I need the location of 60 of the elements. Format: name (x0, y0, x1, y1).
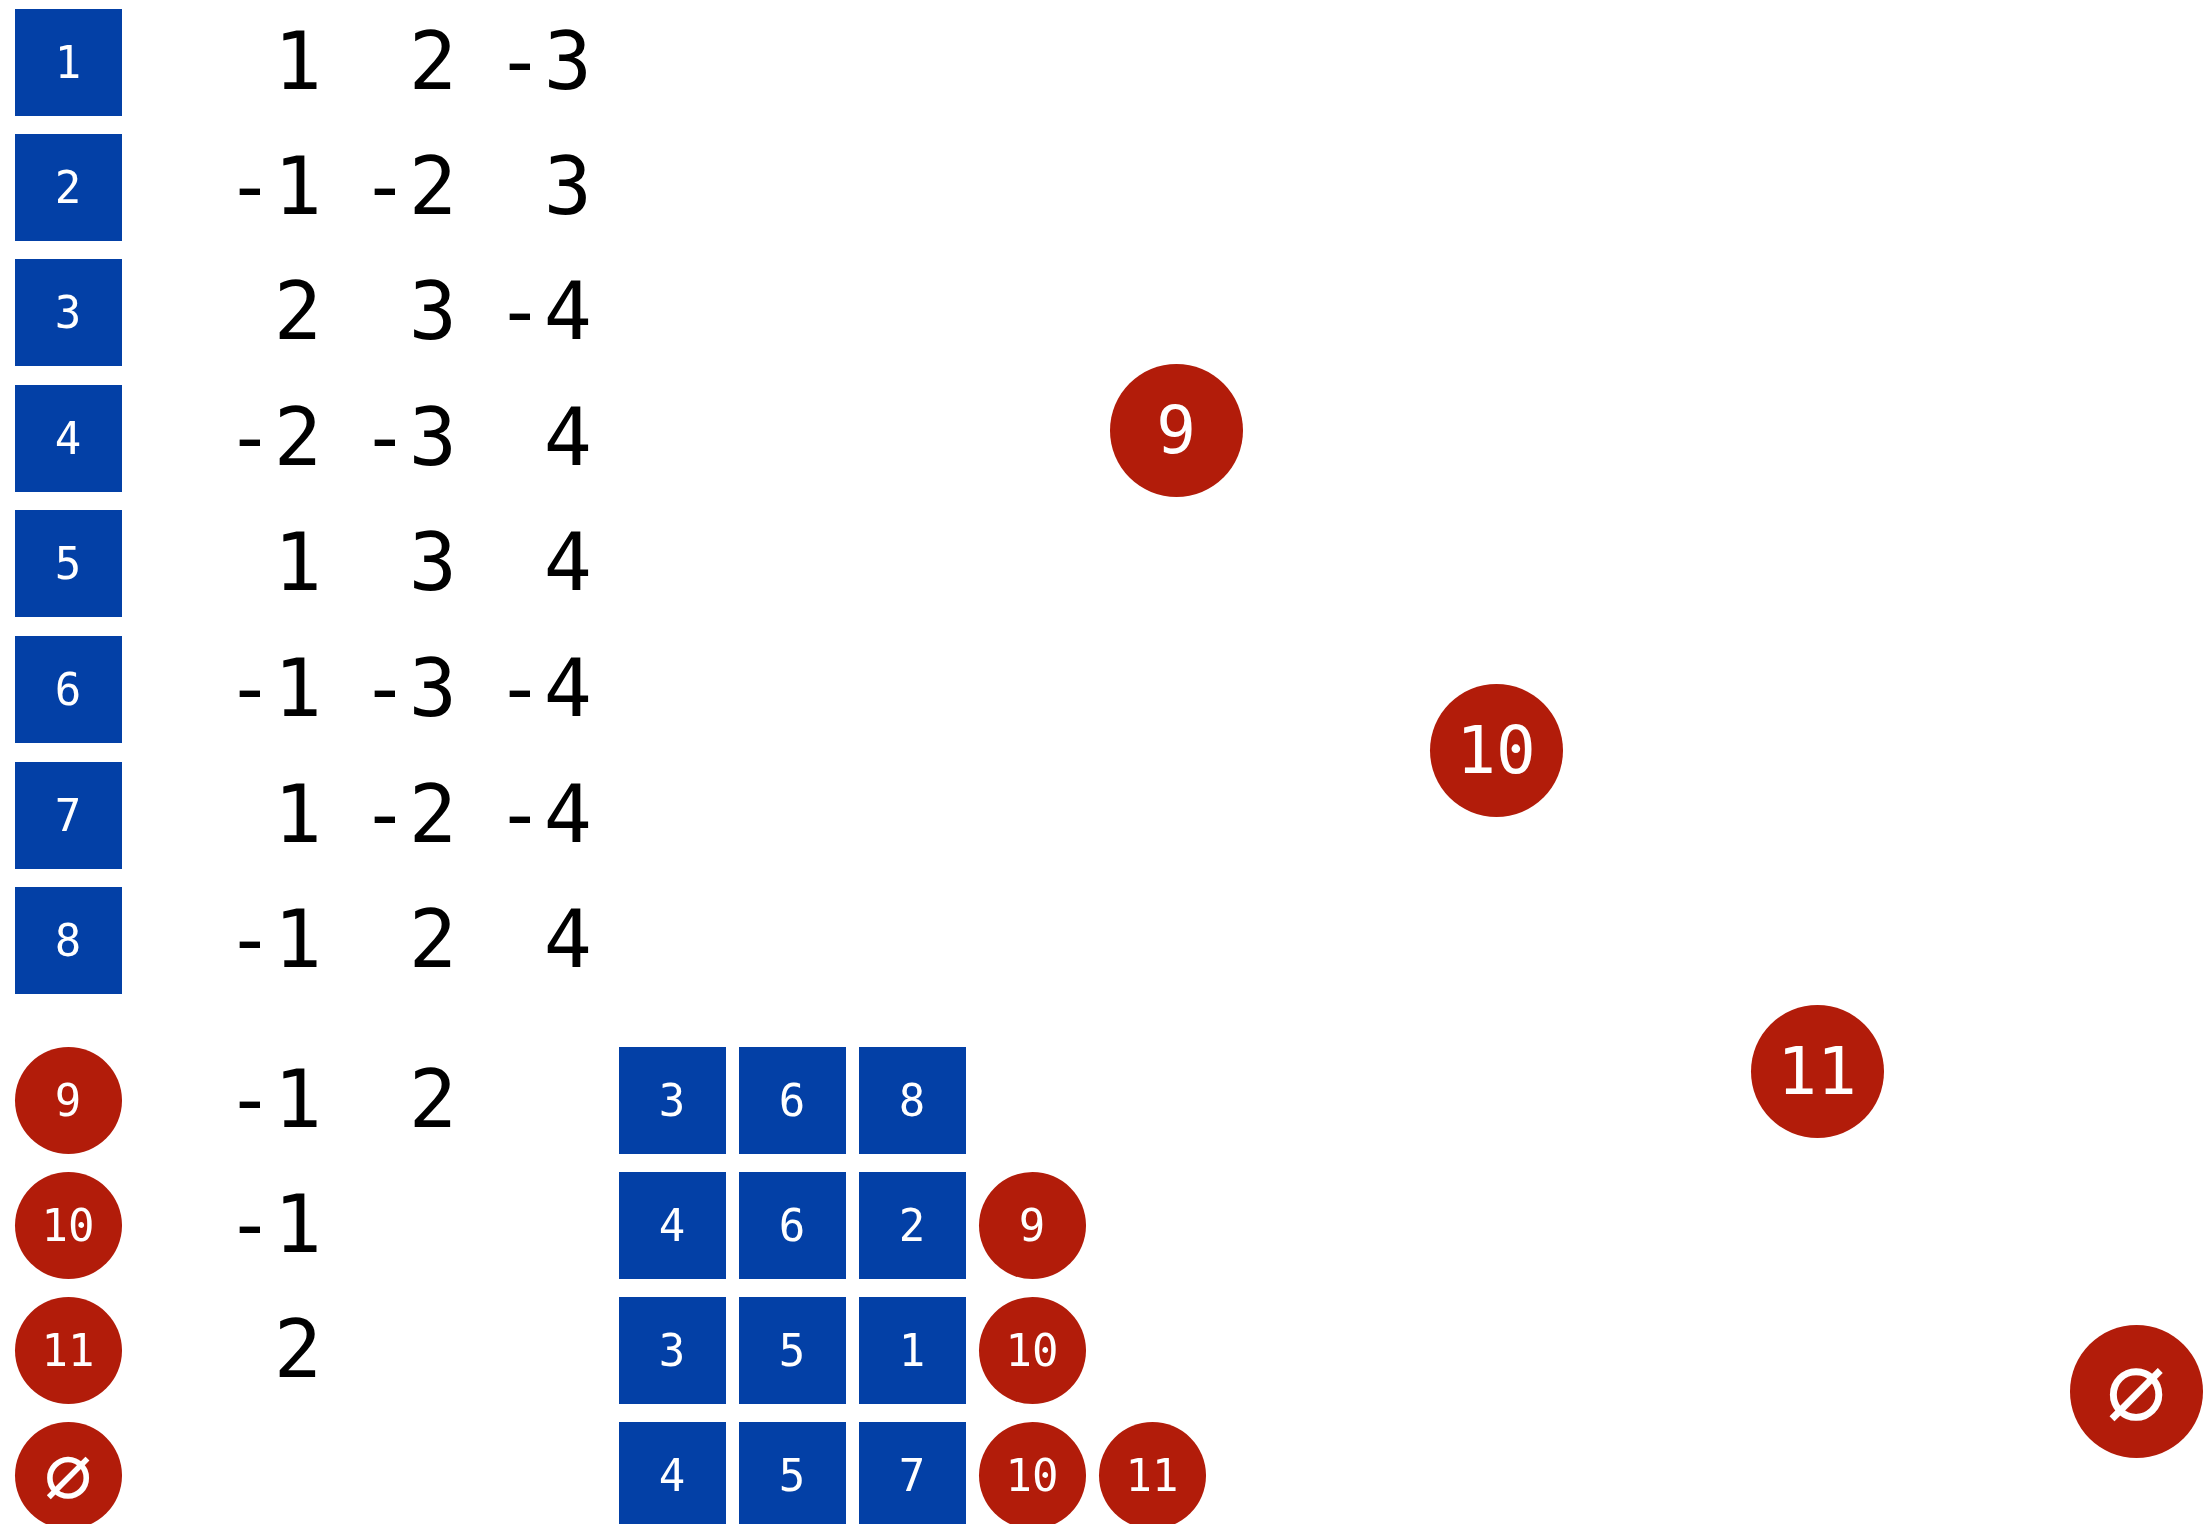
literal-number: -3 (494, 17, 592, 107)
numbered-square: 3 (618, 1296, 726, 1404)
numbered-square: 2 (858, 1171, 966, 1279)
literal-number: -1 (224, 644, 322, 734)
literal-number: 3 (407, 518, 457, 608)
numbered-square: 4 (14, 384, 122, 492)
numbered-square: 5 (738, 1296, 846, 1404)
numbered-circle: 10 (978, 1421, 1086, 1524)
literal-number: 3 (542, 142, 592, 232)
numbered-square: 6 (14, 635, 122, 743)
literal-number: 2 (272, 1305, 322, 1395)
literal-number: -4 (494, 770, 592, 860)
numbered-square: 1 (858, 1296, 966, 1404)
numbered-circle: ∅ (2069, 1324, 2203, 1458)
numbered-square: 8 (858, 1046, 966, 1154)
numbered-square: 5 (738, 1421, 846, 1524)
numbered-circle: 9 (978, 1171, 1086, 1279)
numbered-square: 6 (738, 1046, 846, 1154)
numbered-circle: 11 (1750, 1004, 1884, 1138)
numbered-square: 4 (618, 1171, 726, 1279)
literal-number: -1 (224, 1055, 322, 1145)
literal-number: 4 (542, 393, 592, 483)
numbered-circle: 10 (14, 1171, 122, 1279)
numbered-square: 6 (738, 1171, 846, 1279)
literal-number: 4 (542, 518, 592, 608)
literal-number: -3 (359, 644, 457, 734)
literal-number: 2 (407, 895, 457, 985)
numbered-circle: 11 (1098, 1421, 1206, 1524)
literal-number: -2 (359, 770, 457, 860)
literal-number: -1 (224, 1180, 322, 1270)
literal-number: -3 (359, 393, 457, 483)
numbered-square: 3 (618, 1046, 726, 1154)
numbered-square: 7 (14, 761, 122, 869)
literal-number: -2 (224, 393, 322, 483)
numbered-square: 7 (858, 1421, 966, 1524)
numbered-square: 4 (618, 1421, 726, 1524)
numbered-circle: 10 (1429, 683, 1563, 817)
numbered-square: 8 (14, 886, 122, 994)
literal-number: 4 (542, 895, 592, 985)
literal-number: 2 (407, 1055, 457, 1145)
literal-number: -1 (224, 142, 322, 232)
literal-number: 2 (272, 267, 322, 357)
literal-number: 1 (272, 770, 322, 860)
numbered-square: 5 (14, 509, 122, 617)
literal-number: -4 (494, 644, 592, 734)
literal-number: 1 (272, 17, 322, 107)
numbered-circle: 9 (1109, 363, 1243, 497)
numbered-circle: ∅ (14, 1421, 122, 1524)
literal-number: 2 (407, 17, 457, 107)
literal-number: -1 (224, 895, 322, 985)
literal-number: 3 (407, 267, 457, 357)
numbered-circle: 11 (14, 1296, 122, 1404)
numbered-square: 3 (14, 258, 122, 366)
numbered-circle: 9 (14, 1046, 122, 1154)
numbered-square: 1 (14, 8, 122, 116)
numbered-square: 2 (14, 133, 122, 241)
literal-number: -2 (359, 142, 457, 232)
numbered-circle: 10 (978, 1296, 1086, 1404)
literal-number: 1 (272, 518, 322, 608)
literal-number: -4 (494, 267, 592, 357)
